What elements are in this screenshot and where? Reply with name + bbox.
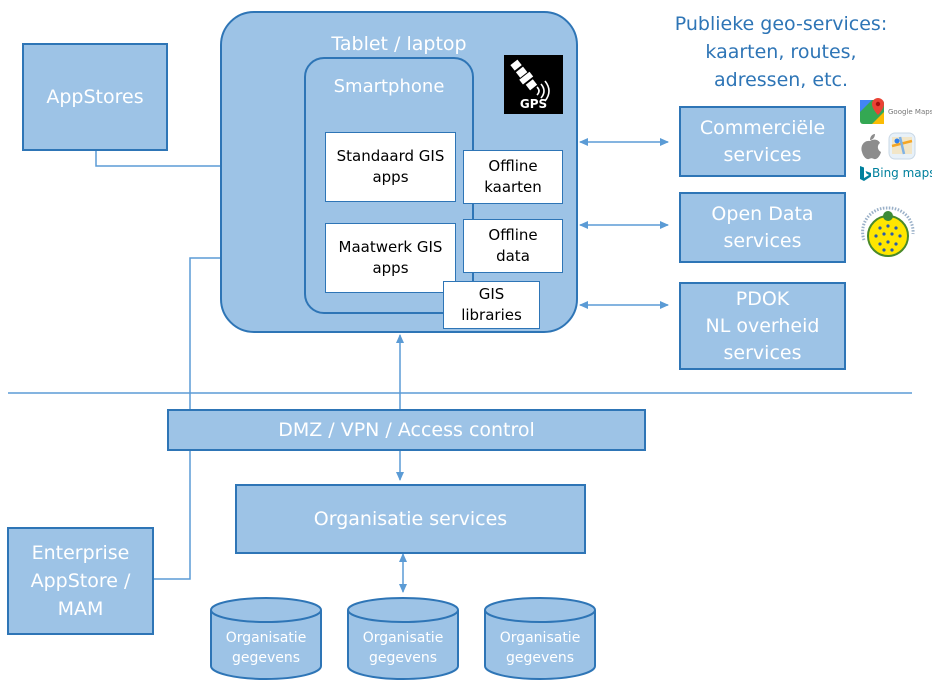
standard-gis-apps-line2: apps xyxy=(372,168,409,186)
custom-gis-apps-line2: apps xyxy=(372,259,409,277)
bing-logo-icon xyxy=(860,166,871,181)
gis-libraries-line1: GIS xyxy=(478,285,505,303)
offline-data-box: Offline data xyxy=(463,219,563,273)
database-label-3: Organisatie gegevens xyxy=(485,628,595,668)
database-2-line2: gegevens xyxy=(368,650,438,666)
offline-data-line2: data xyxy=(496,247,530,265)
database-1-line2: gegevens xyxy=(231,650,301,666)
custom-gis-apps-line1: Maatwerk GIS xyxy=(338,238,443,256)
database-cylinder-1 xyxy=(210,597,322,680)
commercial-services-line1: Commerciële xyxy=(699,116,826,139)
public-geo-services-line3: adressen, etc. xyxy=(713,69,849,91)
enterprise-appstore-box: Enterprise AppStore / MAM xyxy=(7,527,154,635)
offline-data-line1: Offline xyxy=(488,226,538,244)
custom-gis-apps-box: Maatwerk GIS apps xyxy=(325,223,456,293)
pdok-line2: NL overheid xyxy=(705,314,820,337)
public-geo-services-title: Publieke geo-services: kaarten, routes, … xyxy=(660,10,902,94)
gis-libraries-line2: libraries xyxy=(461,306,522,324)
smartphone-label: Smartphone xyxy=(333,76,445,97)
apple-maps-icon xyxy=(888,132,916,160)
opendata-services-line2: services xyxy=(723,229,802,252)
pdok-line1: PDOK xyxy=(735,287,790,310)
dmz-label: DMZ / VPN / Access control xyxy=(278,419,535,441)
google-maps-icon xyxy=(858,96,888,126)
appstores-label: AppStores xyxy=(46,86,144,108)
enterprise-line3: MAM xyxy=(57,598,104,620)
database-cylinder-2 xyxy=(347,597,459,680)
offline-maps-line2: kaarten xyxy=(484,178,542,196)
bing-icon xyxy=(858,165,872,183)
database-2-line1: Organisatie xyxy=(362,630,444,646)
enterprise-line2: AppStore / xyxy=(30,570,131,592)
satellite-icon xyxy=(510,59,550,102)
standard-gis-apps-box: Standaard GIS apps xyxy=(325,132,456,202)
database-1-line1: Organisatie xyxy=(225,630,307,646)
public-geo-services-line2: kaarten, routes, xyxy=(705,41,857,63)
inspire-logo xyxy=(858,204,918,264)
google-maps-text: Google Maps xyxy=(888,108,932,116)
pdok-line3: services xyxy=(723,341,802,364)
google-maps-pin-icon xyxy=(860,98,884,124)
database-label-1: Organisatie gegevens xyxy=(211,628,321,668)
tablet-label: Tablet / laptop xyxy=(331,33,467,55)
apple-icon xyxy=(857,132,883,160)
database-3-line2: gegevens xyxy=(505,650,575,666)
offline-maps-box: Offline kaarten xyxy=(463,150,563,204)
offline-maps-line1: Offline xyxy=(488,157,538,175)
database-cylinder-3 xyxy=(484,597,596,680)
dmz-box: DMZ / VPN / Access control xyxy=(167,409,646,451)
public-geo-services-line1: Publieke geo-services: xyxy=(674,13,888,35)
org-services-box: Organisatie services xyxy=(235,484,586,554)
apple-maps-app-icon xyxy=(888,132,916,160)
standard-gis-apps-line1: Standaard GIS xyxy=(336,147,445,165)
appstores-box: AppStores xyxy=(22,43,168,151)
apple-logo-icon xyxy=(861,134,881,160)
gis-libraries-box: GIS libraries xyxy=(443,281,540,329)
commercial-services-box: Commerciële services xyxy=(679,106,846,177)
commercial-services-line2: services xyxy=(723,143,802,166)
database-label-2: Organisatie gegevens xyxy=(348,628,458,668)
pdok-services-box: PDOK NL overheid services xyxy=(679,282,846,370)
database-3-line1: Organisatie xyxy=(499,630,581,646)
gps-label: GPS xyxy=(519,97,548,111)
enterprise-line1: Enterprise xyxy=(31,542,130,564)
opendata-services-line1: Open Data xyxy=(711,202,814,225)
opendata-services-box: Open Data services xyxy=(679,192,846,263)
org-services-label: Organisatie services xyxy=(313,508,508,530)
inspire-logo-icon xyxy=(861,206,915,257)
gps-icon: GPS xyxy=(504,55,563,114)
bing-maps-text: Bing maps xyxy=(872,166,932,180)
